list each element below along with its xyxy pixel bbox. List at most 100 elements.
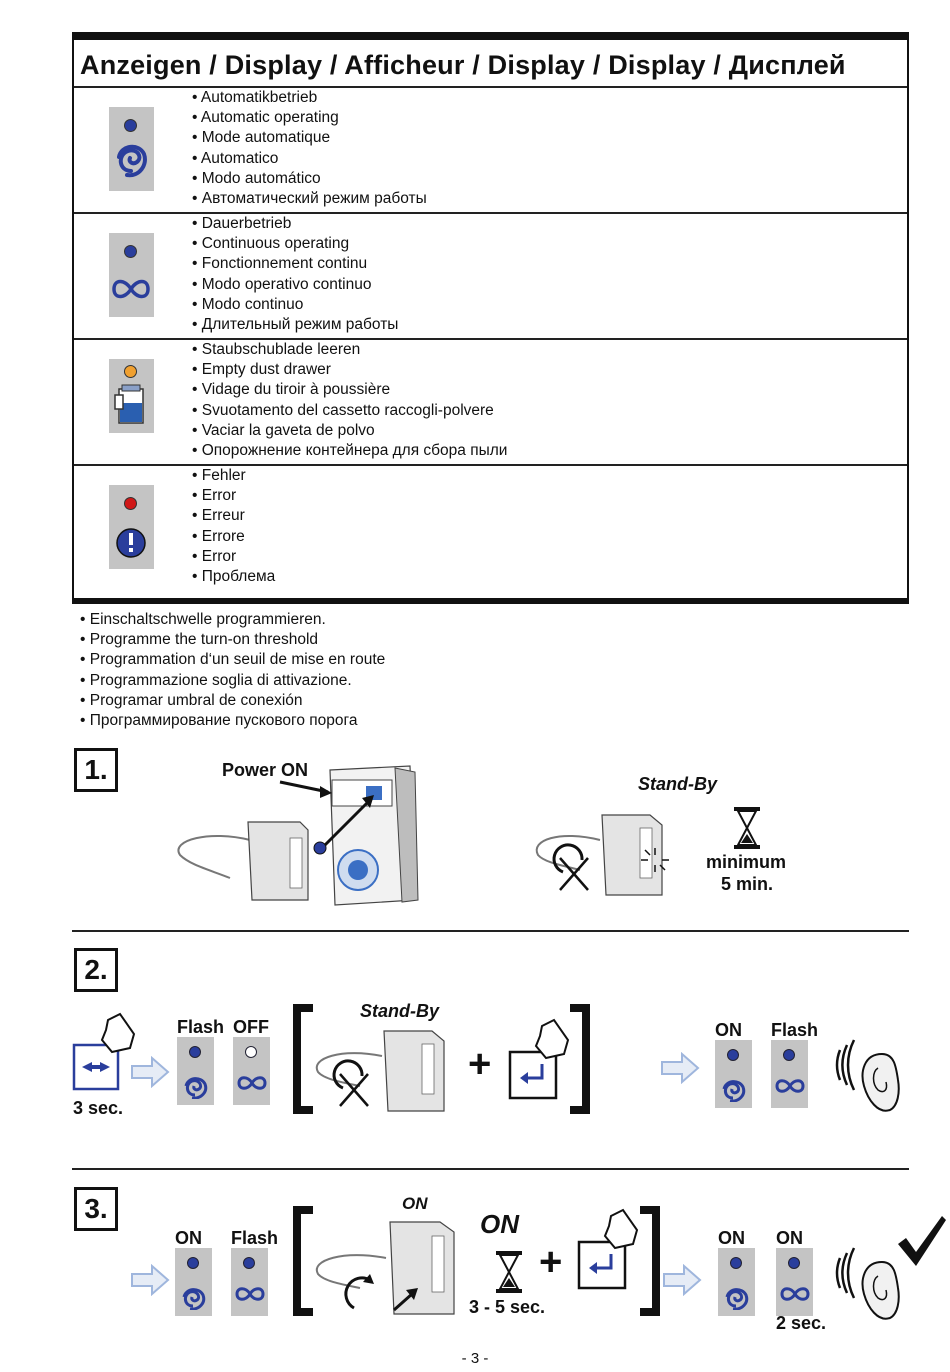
on-label-3: ON xyxy=(776,1228,803,1248)
divider xyxy=(74,212,907,214)
led-off-icon xyxy=(245,1046,257,1058)
infinity-icon xyxy=(112,279,150,299)
led-panel-on xyxy=(718,1248,755,1316)
page-number: - 3 - xyxy=(461,1350,489,1367)
divider xyxy=(72,1168,909,1170)
continuous-indicator xyxy=(109,233,154,317)
led-panel-on xyxy=(715,1040,752,1108)
list-item: Автоматический режим работы xyxy=(192,189,427,209)
on-label-2: ON xyxy=(718,1228,745,1248)
display-table: Anzeigen / Display / Afficheur / Display… xyxy=(72,32,909,604)
hold-2sec-label: 2 sec. xyxy=(776,1313,827,1333)
display-title: Anzeigen / Display / Afficheur / Display… xyxy=(80,50,846,80)
list-item: Automatikbetrieb xyxy=(192,88,427,108)
list-item: Dauerbetrieb xyxy=(192,214,398,234)
list-item: Mode automatique xyxy=(192,128,427,148)
led-panel-on xyxy=(175,1248,212,1316)
list-item: Modo automático xyxy=(192,169,427,189)
automatic-swirl-icon xyxy=(184,1077,208,1099)
swap-key-button xyxy=(72,1012,136,1091)
list-item: Automatico xyxy=(192,149,427,169)
bracket-right xyxy=(640,1206,660,1316)
list-item: Modo continuo xyxy=(192,295,398,315)
hourglass-icon xyxy=(496,1251,522,1293)
divider xyxy=(74,464,907,466)
list-item: Программирование пускового порога xyxy=(80,711,385,731)
power-on-label: Power ON xyxy=(222,760,309,780)
bracket-left xyxy=(293,1206,313,1316)
list-item: Fonctionnement continu xyxy=(192,254,398,274)
dust-drawer-icon xyxy=(114,384,144,424)
step1-device-illustration xyxy=(177,765,419,906)
automatic-swirl-icon xyxy=(722,1080,746,1102)
automatic-indicator xyxy=(109,107,154,191)
step-3-number: 3. xyxy=(74,1187,118,1231)
error-indicator xyxy=(109,485,154,569)
automatic-swirl-icon xyxy=(182,1288,206,1310)
led-blue-icon xyxy=(187,1257,199,1269)
bracket-left xyxy=(293,1004,313,1114)
led-panel-flash xyxy=(231,1248,268,1316)
automatic-swirl-icon xyxy=(117,144,147,178)
list-item: Опорожнение контейнера для сбора пыли xyxy=(192,441,508,461)
flash-label: Flash xyxy=(231,1228,279,1248)
led-panel-off xyxy=(233,1037,270,1105)
infinity-icon xyxy=(780,1287,810,1301)
list-item: Vidage du tiroir à poussière xyxy=(192,380,507,400)
standby-device-illustration xyxy=(535,814,669,896)
infinity-icon xyxy=(235,1287,265,1301)
infinity-icon xyxy=(775,1079,805,1093)
checkmark-icon xyxy=(898,1216,946,1266)
list-item: Programmation d‘un seuil de mise en rout… xyxy=(80,650,386,670)
step-2-number: 2. xyxy=(74,948,118,992)
divider xyxy=(74,86,907,88)
led-orange-icon xyxy=(124,365,137,378)
led-blue-icon xyxy=(730,1257,742,1269)
list-item: Automatic operating xyxy=(192,108,427,128)
duration-label: 5 min. xyxy=(721,874,774,894)
led-panel-flash xyxy=(771,1040,808,1108)
list-item: Einschaltschwelle programmieren. xyxy=(80,610,385,630)
list-item: Error xyxy=(192,486,275,506)
list-item: Error xyxy=(192,547,275,567)
divider xyxy=(72,930,909,932)
ear-sound-icon xyxy=(835,1247,900,1320)
plus-sign: + xyxy=(468,1042,492,1086)
led-blue-icon xyxy=(727,1049,739,1061)
device-on-label: ON xyxy=(402,1194,428,1213)
led-blue-icon xyxy=(124,119,137,132)
list-item: Svuotamento del cassetto raccogli-polver… xyxy=(192,401,507,421)
list-item: Длительный режим работы xyxy=(192,315,399,335)
error-exclamation-icon xyxy=(116,528,146,558)
flash-label-2: Flash xyxy=(771,1020,819,1040)
led-panel-on xyxy=(776,1248,813,1316)
row-continuous-list: Dauerbetrieb Continuous operating Foncti… xyxy=(192,214,399,335)
led-red-icon xyxy=(124,497,137,510)
step-1-number: 1. xyxy=(74,748,118,792)
enter-key-button xyxy=(577,1208,639,1290)
row-automatic-list: Automatikbetrieb Automatic operating Mod… xyxy=(192,88,427,209)
led-blue-icon xyxy=(124,245,137,258)
hourglass-icon xyxy=(734,807,760,849)
led-blue-icon xyxy=(243,1257,255,1269)
enter-key-button xyxy=(508,1018,570,1100)
list-item: Erreur xyxy=(192,506,275,526)
infinity-icon xyxy=(237,1076,267,1090)
standby-label-2: Stand-By xyxy=(360,1001,440,1021)
hold-3sec-label: 3 sec. xyxy=(73,1098,124,1118)
threshold-list: Einschaltschwelle programmieren. Program… xyxy=(80,610,386,731)
led-blue-icon xyxy=(189,1046,201,1058)
next-arrow-icon xyxy=(661,1052,700,1084)
led-blue-icon xyxy=(783,1049,795,1061)
list-item: Programme the turn-on threshold xyxy=(80,630,385,650)
dust-drawer-indicator xyxy=(109,359,154,433)
list-item: Проблема xyxy=(192,567,276,587)
list-item: Continuous operating xyxy=(192,234,398,254)
list-item: Programar umbral de conexión xyxy=(80,691,385,711)
list-item: Programmazione soglia di attivazione. xyxy=(80,671,385,691)
led-panel-flash xyxy=(177,1037,214,1105)
led-blue-icon xyxy=(788,1257,800,1269)
row-error-list: Fehler Error Erreur Errore Error Проблем… xyxy=(192,466,276,587)
on-label: ON xyxy=(715,1020,742,1040)
next-arrow-icon xyxy=(131,1264,170,1296)
